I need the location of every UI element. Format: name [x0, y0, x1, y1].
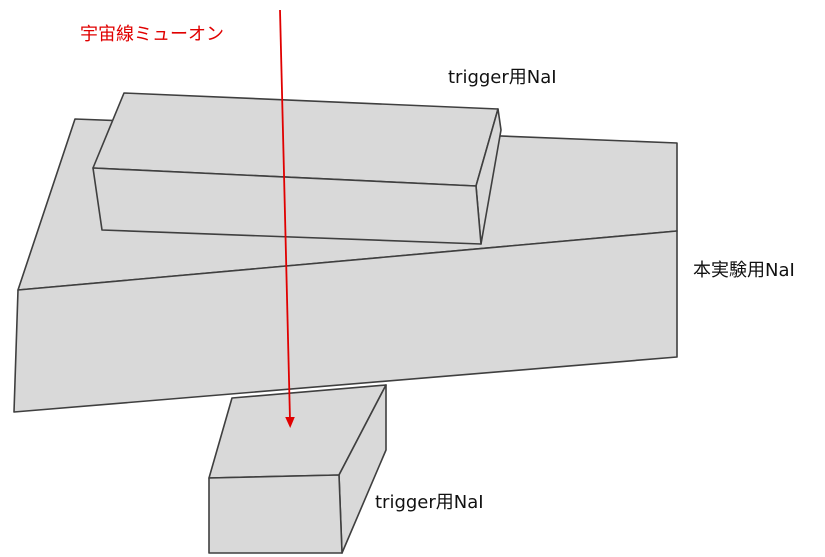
main-nai-label: 本実験用NaI: [693, 260, 795, 281]
bottom-trigger-front-face: [208, 474, 343, 554]
muon-label: 宇宙線ミューオン: [80, 24, 224, 45]
top-trigger-nai-block: [92, 92, 502, 245]
bottom-trigger-label: trigger用NaI: [375, 492, 484, 513]
top-trigger-label: trigger用NaI: [448, 67, 557, 88]
main-nai-front-face: [13, 230, 678, 413]
muon-trajectory: [279, 9, 295, 428]
bottom-trigger-nai-block: [208, 384, 387, 554]
top-trigger-front-face: [92, 167, 482, 245]
muon-arrow-head: [285, 417, 295, 428]
muon-path-line: [279, 9, 291, 421]
